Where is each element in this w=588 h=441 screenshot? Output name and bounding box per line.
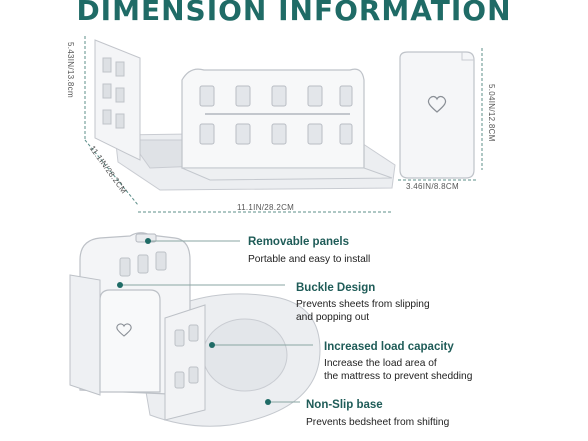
- dim-panel-width: 3.46IN/8.8CM: [406, 182, 459, 191]
- heart-icon: [116, 323, 132, 337]
- dim-length: 11.1IN/28.2CM: [237, 203, 295, 212]
- feature-title-non-slip-base: Non-Slip base: [306, 399, 383, 411]
- feature-desc-buckle-design-line1: Prevents sheets from slipping: [296, 299, 430, 310]
- page-title: DIMENSION INFORMATION: [76, 0, 512, 27]
- feature-desc-removable-panels: Portable and easy to install: [248, 254, 371, 265]
- feature-title-removable-panels: Removable panels: [248, 236, 349, 248]
- feature-desc-buckle-design-line2: and popping out: [296, 312, 370, 323]
- feature-desc-load-capacity-line1: Increase the load area of: [324, 358, 437, 369]
- feature-title-buckle-design: Buckle Design: [296, 282, 376, 294]
- feature-desc-non-slip-base: Prevents bedsheet from shifting: [306, 417, 450, 428]
- feature-desc-load-capacity-line2: the mattress to prevent shedding: [324, 371, 473, 382]
- feature-title-load-capacity: Increased load capacity: [324, 341, 454, 353]
- heart-icon: [427, 95, 447, 113]
